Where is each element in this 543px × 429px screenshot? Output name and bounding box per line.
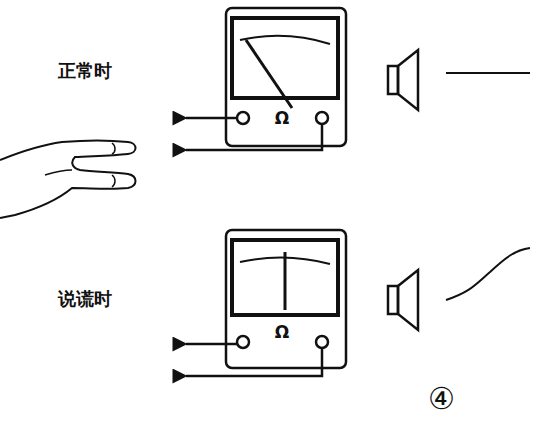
ohm-symbol: Ω: [275, 110, 289, 127]
speaker-lying: [388, 248, 530, 330]
state-label: 正常时: [58, 62, 112, 80]
state-label: 说谎时: [58, 290, 112, 308]
figure-number: ④: [428, 384, 455, 414]
ohmmeter-lying: [186, 230, 346, 376]
ohmmeter-normal: [186, 8, 346, 150]
speaker-normal: [388, 50, 530, 110]
ohm-symbol: Ω: [275, 324, 289, 341]
hand: [0, 141, 136, 219]
